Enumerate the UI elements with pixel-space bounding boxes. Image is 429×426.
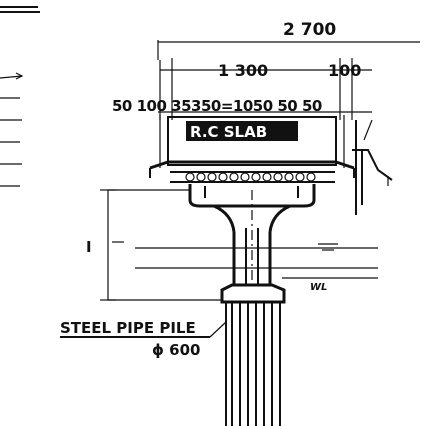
slab-label: R.C SLAB (190, 123, 267, 141)
dimension-labels: 2 700 1 300 100 50 100 35350=1050 50 50 (112, 20, 361, 115)
dimension-lines (157, 40, 420, 120)
total-width-label: 2 700 (283, 20, 336, 40)
edge-width-label: 100 (328, 61, 361, 80)
left-partial-view (0, 6, 40, 187)
pile-diameter-label: ɸ 600 (152, 341, 200, 359)
breakdown-label: 50 100 35350=1050 50 50 (112, 97, 322, 115)
water-level-mark: WL (310, 282, 327, 293)
pile-callout: STEEL PIPE PILE ɸ 600 (60, 319, 227, 359)
pier-column (232, 190, 272, 290)
bearing-row (170, 171, 335, 183)
rc-slab: R.C SLAB (149, 115, 355, 178)
steel-pipe-piles (225, 302, 281, 426)
section-levels: I WL (86, 189, 378, 301)
edge-detail (352, 119, 393, 215)
pile-name-label: STEEL PIPE PILE (60, 319, 196, 337)
slab-width-label: 1 300 (218, 61, 268, 80)
footing (220, 283, 286, 304)
section-mark: I (86, 238, 92, 256)
